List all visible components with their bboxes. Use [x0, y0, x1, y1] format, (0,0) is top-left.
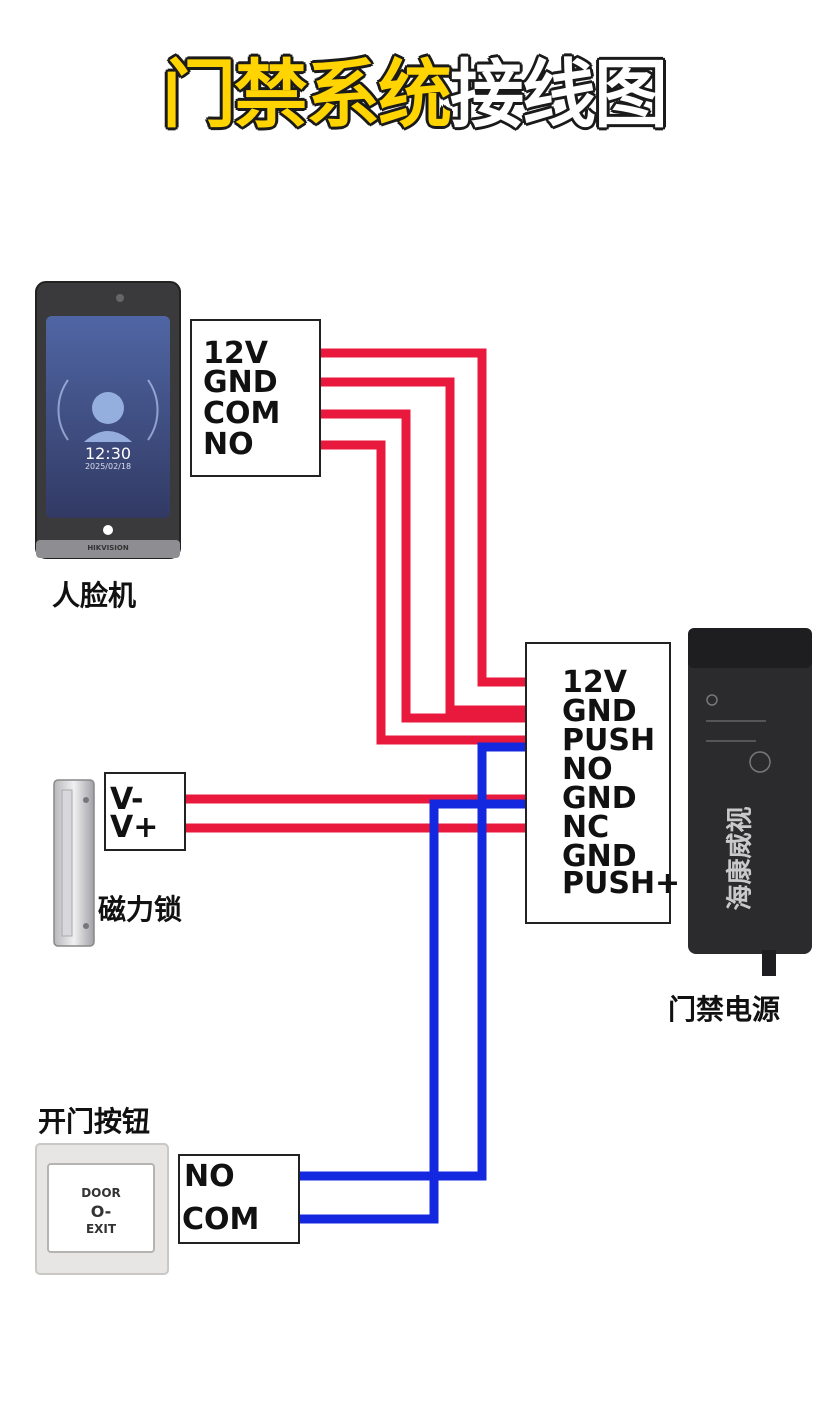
- power-supply-device: [688, 628, 812, 976]
- mag-lock-vpos: V+: [110, 810, 159, 845]
- power-supply-caption: 门禁电源: [668, 993, 781, 1026]
- mag-lock-device: [53, 779, 95, 947]
- title-highlight: 门禁系统: [162, 52, 452, 138]
- wire-button-no: [284, 742, 548, 1181]
- exit-button-device: [35, 1143, 169, 1275]
- face-terminal-brand: HIKVISION: [87, 544, 129, 552]
- power-supply-brand: 海康威视: [725, 806, 756, 911]
- page-title: 门禁系统接线图: [0, 58, 828, 132]
- exit-button-label-bottom: EXIT: [85, 1222, 117, 1236]
- psu-12v: 12V: [562, 665, 627, 700]
- psu-push: PUSH: [562, 723, 656, 758]
- face-terminal-12v: 12V: [203, 336, 268, 371]
- screen-time: 12:30: [84, 444, 132, 463]
- wire-com: [300, 409, 548, 723]
- face-terminal-device: [35, 281, 181, 559]
- face-terminal-gnd: GND: [203, 365, 278, 400]
- psu-gnd-1: GND: [562, 694, 637, 729]
- exit-button-caption: 开门按钮: [38, 1105, 151, 1138]
- wire-no: [300, 440, 548, 745]
- blue-wires: [284, 742, 548, 1224]
- title-rest: 接线图: [450, 52, 668, 138]
- exit-button-com: COM: [182, 1202, 260, 1237]
- face-terminal-block: [190, 319, 321, 477]
- wire-gnd: [300, 377, 548, 715]
- mag-lock-caption: 磁力锁: [98, 893, 183, 926]
- face-terminal-no: NO: [203, 427, 254, 462]
- face-terminal-caption: 人脸机: [52, 579, 137, 612]
- power-supply-block: [525, 642, 671, 924]
- psu-nc: NC: [562, 810, 610, 845]
- exit-button-label-top: DOOR: [81, 1186, 121, 1200]
- mag-lock-vneg: V-: [110, 782, 144, 817]
- exit-button-no: NO: [184, 1159, 235, 1194]
- key-icon: O-: [90, 1202, 112, 1221]
- wire-button-com: [284, 799, 548, 1224]
- screen-date: 2025/02/18: [84, 462, 132, 471]
- exit-button-block: [178, 1154, 300, 1244]
- wire-12v: [300, 348, 548, 687]
- psu-no: NO: [562, 752, 613, 787]
- red-wires: [170, 348, 548, 833]
- psu-push-plus: PUSH+: [562, 866, 681, 901]
- mag-lock-block: [104, 772, 186, 851]
- face-terminal-com: COM: [203, 396, 281, 431]
- psu-gnd-3: GND: [562, 839, 637, 874]
- psu-gnd-2: GND: [562, 781, 637, 816]
